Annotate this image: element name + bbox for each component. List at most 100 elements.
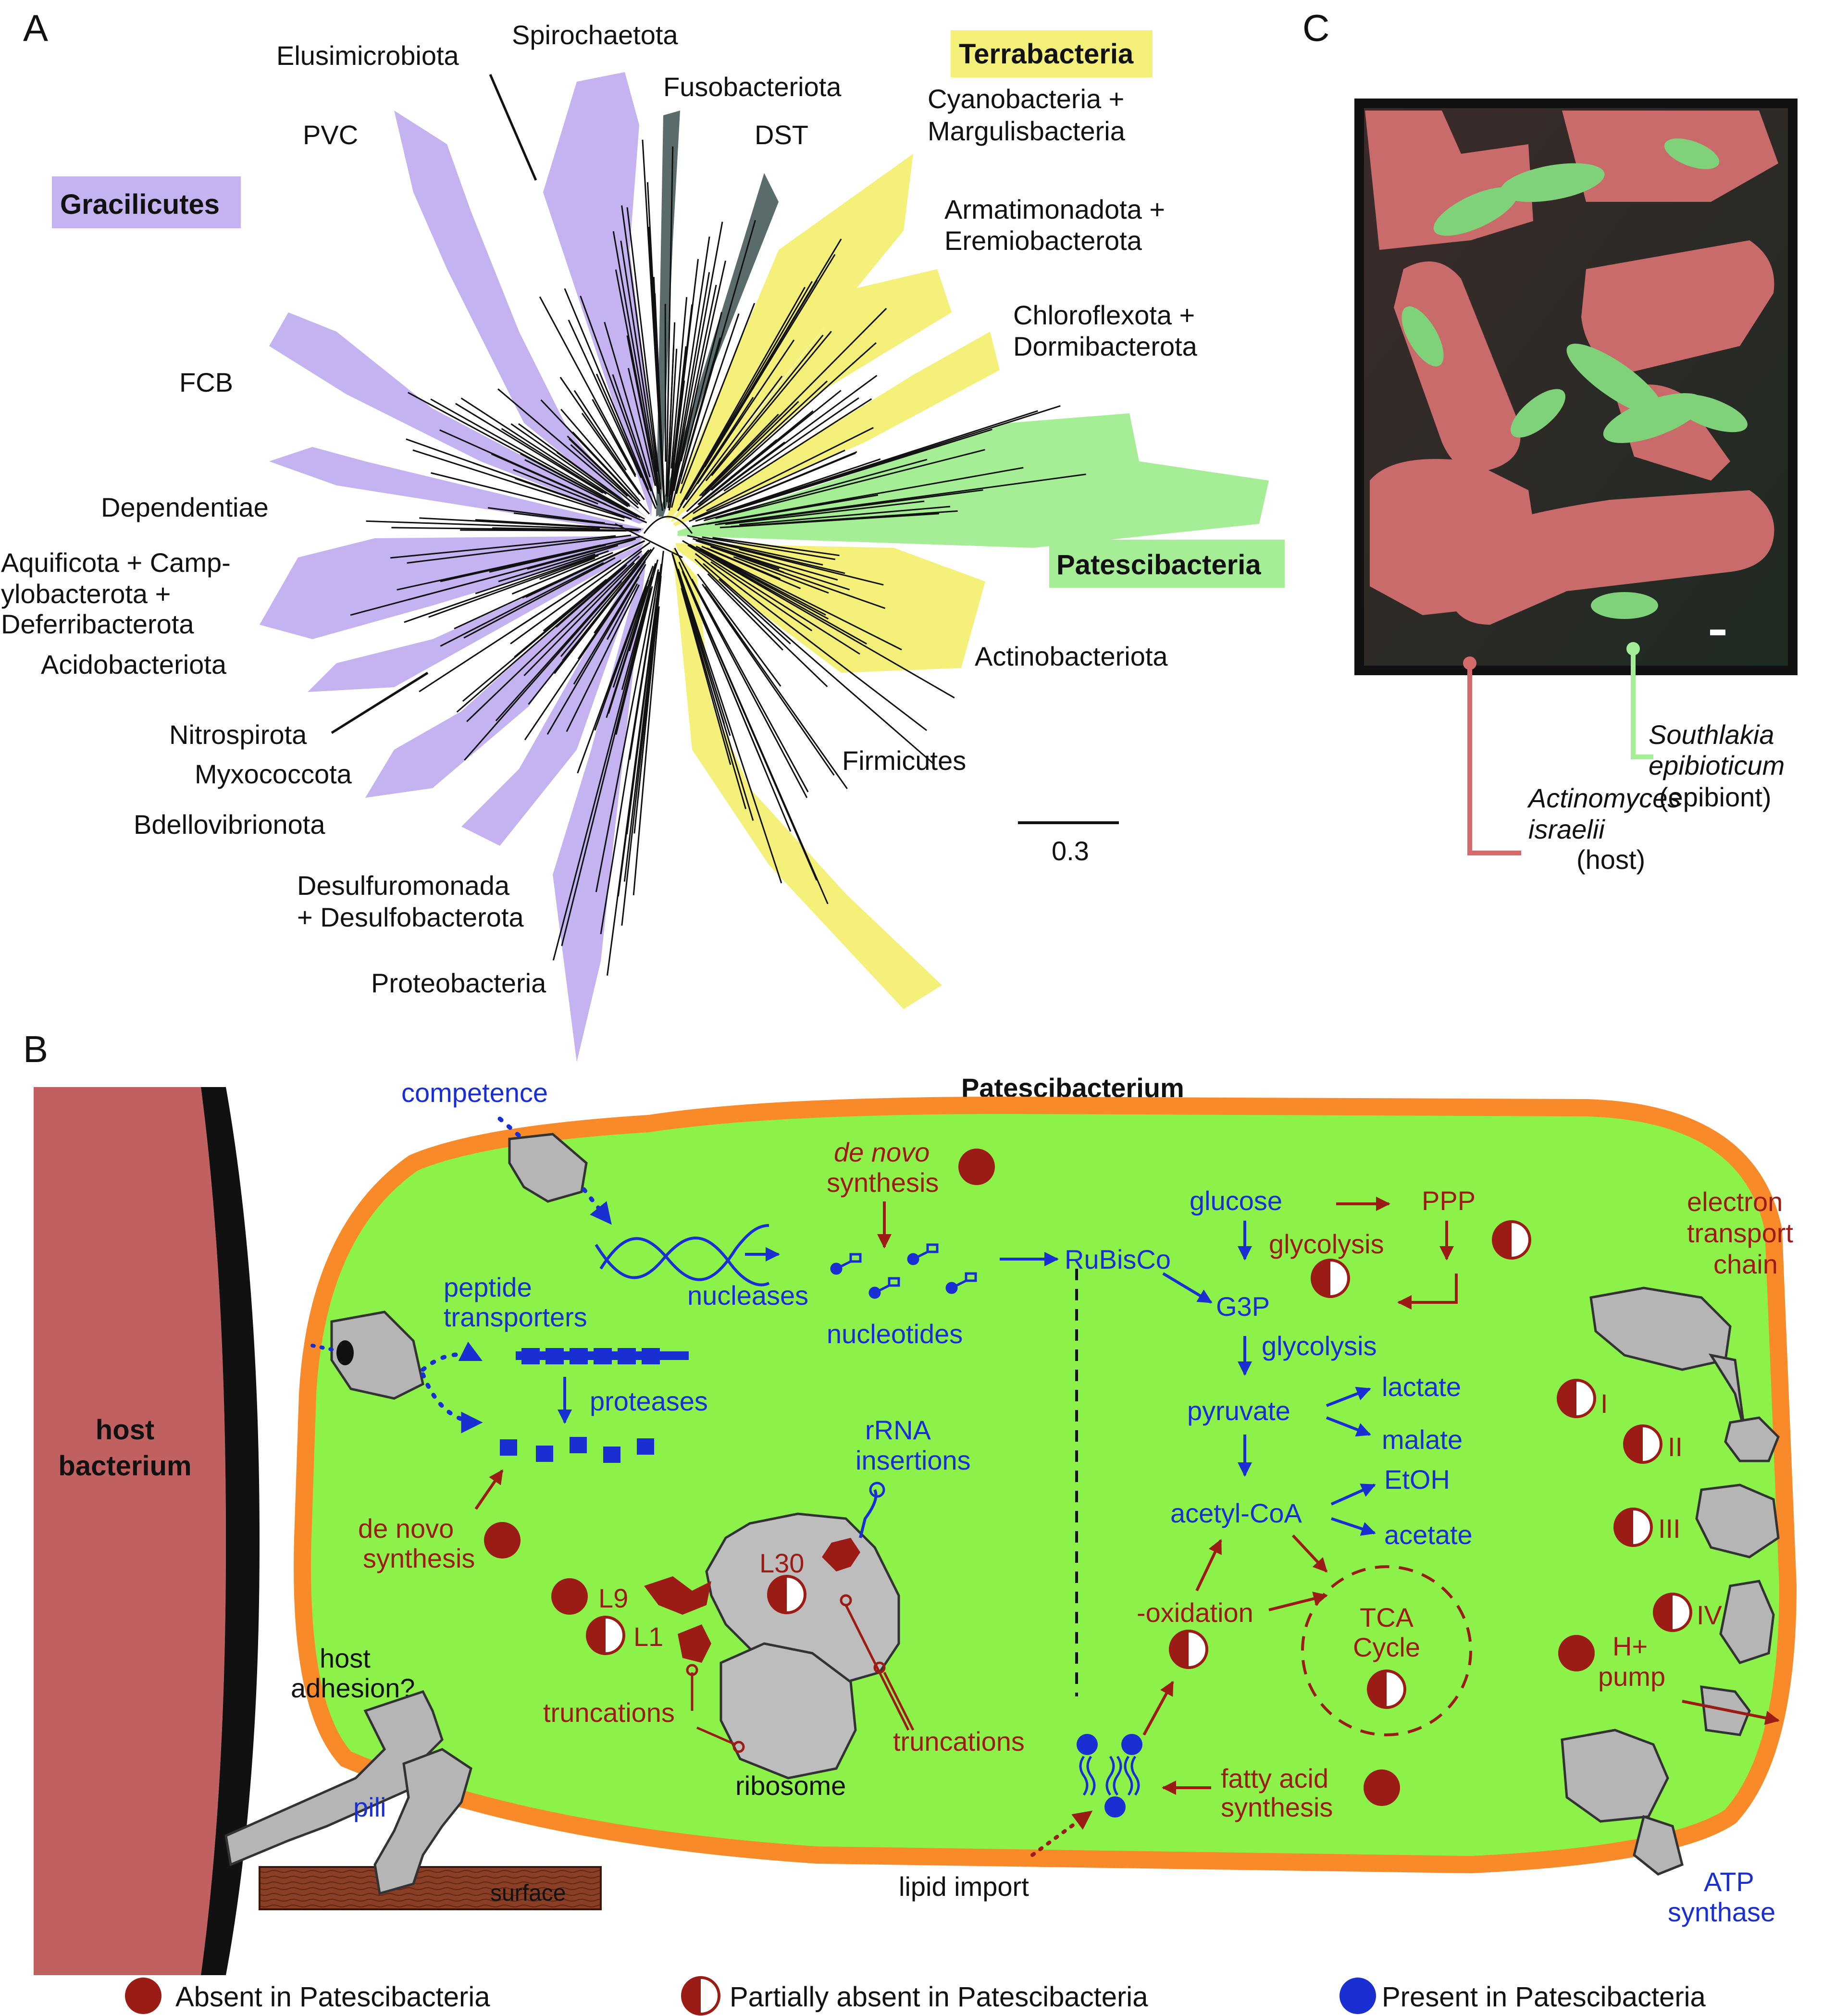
host-name-2: israelii [1528, 814, 1605, 844]
complex-iv [1719, 1580, 1775, 1664]
tree-branch [491, 453, 647, 523]
tree-branch [667, 346, 687, 508]
tree-branch [604, 322, 651, 478]
tree-branch [430, 398, 645, 520]
tree-branch [412, 449, 625, 519]
tree-branch [495, 549, 650, 721]
tree-branch [581, 413, 641, 495]
tree-branch [689, 451, 857, 522]
hpump-label-1: H+ [1612, 1631, 1648, 1661]
tree-branch [697, 439, 778, 506]
tree-branch [671, 312, 723, 508]
tree-branch [701, 401, 799, 497]
tree-branch [570, 444, 628, 497]
leader-nitrospirota [331, 671, 429, 734]
surface [259, 1866, 602, 1910]
tree-branch [552, 594, 650, 961]
glucose-label: glucose [1190, 1186, 1282, 1216]
tree-branch [560, 408, 641, 502]
truncation-markers [686, 1594, 915, 1753]
gracilicutes-box [52, 176, 241, 228]
fcb-wedge [269, 312, 646, 524]
peptide-label-1: peptide [444, 1272, 532, 1302]
peptide-chain [516, 1348, 689, 1364]
tree-branch [697, 573, 781, 687]
tree-branch [615, 269, 653, 460]
label-armatimonadota-1: Armatimonadota + [944, 194, 1165, 224]
tree-branch [703, 563, 933, 764]
label-desulfuromonada-1: Desulfuromonada [297, 870, 510, 901]
tree-branch [705, 399, 797, 491]
tree-branch [680, 286, 806, 506]
atp-label-2: synthase [1668, 1897, 1775, 1927]
tree-branch [466, 556, 640, 722]
tree-branch [713, 546, 780, 570]
lactate-label: lactate [1382, 1372, 1461, 1402]
panel-label-a: A [23, 7, 48, 49]
tree-branch [715, 489, 983, 526]
tree-branch [592, 399, 636, 477]
tree-branch [702, 536, 836, 560]
label-chloroflexota-1: Chloroflexota + [1013, 300, 1195, 330]
tree-branch [689, 544, 867, 645]
tree-branch [696, 339, 795, 484]
tree-branch [525, 540, 645, 598]
tree-branch [700, 548, 826, 616]
host-name-1: Actinomyces [1527, 783, 1681, 813]
complex-iii-label: III [1658, 1513, 1681, 1544]
tree-branch [686, 380, 828, 512]
tree-branch [621, 205, 658, 472]
tree-branch [612, 231, 660, 492]
tree-branch [684, 591, 731, 736]
l1-protein [678, 1624, 711, 1663]
tree-branch [706, 494, 879, 525]
betaox-label: -oxidation [1137, 1597, 1253, 1628]
tree-branch [366, 520, 600, 530]
pilus-1 [224, 1690, 444, 1867]
tree-branch [701, 545, 801, 589]
tree-branch [668, 272, 710, 511]
tree-branch [580, 296, 652, 492]
lipid-import-label: lipid import [899, 1871, 1029, 1902]
patescibacteria-wedge [678, 413, 1269, 548]
label-actinobacteriota: Actinobacteriota [975, 641, 1168, 671]
tree-branch [710, 561, 813, 631]
host-bacterium [34, 1087, 226, 1975]
tree-branch [653, 277, 666, 508]
lipid-icons [1077, 1734, 1142, 1818]
tree-branch [513, 469, 598, 505]
complex-ii [1724, 1416, 1780, 1462]
tree-branch [617, 591, 659, 897]
tree-branch [462, 573, 615, 702]
tree-branch [739, 506, 951, 526]
tree-branch [572, 431, 642, 506]
acetylcoa-label: acetyl-CoA [1170, 1498, 1302, 1528]
tree-branch [539, 557, 595, 580]
glycolysis-label-2: glycolysis [1262, 1331, 1377, 1361]
truncations-label-1: truncations [543, 1697, 675, 1728]
epibiont-role: (epibiont) [1659, 782, 1771, 812]
tree-branch [710, 342, 877, 491]
tree-branch [680, 337, 721, 478]
label-acidobacteriota: Acidobacteriota [41, 649, 227, 680]
tree-branch [612, 586, 648, 688]
l9-label: L9 [598, 1583, 628, 1613]
proteases-label: proteases [590, 1386, 708, 1416]
tree-branch [682, 375, 783, 508]
panel-c: C [1302, 7, 1798, 875]
label-dst: DST [755, 120, 808, 150]
tree-branch [606, 567, 655, 718]
tree-branch [577, 566, 654, 774]
tree-branch [523, 562, 635, 677]
tree-branch [615, 586, 653, 735]
pilus-2 [373, 1748, 472, 1895]
label-dependentiae: Dependentiae [101, 492, 269, 522]
tree-branch [629, 597, 656, 760]
tree-branch [701, 280, 818, 471]
atp-label-1: ATP [1704, 1867, 1754, 1897]
terrabacteria-box [951, 30, 1153, 77]
tree-branch [606, 583, 638, 640]
etoh-label: EtOH [1384, 1464, 1450, 1495]
panel-a: A [1, 7, 1285, 1062]
tree-branch [692, 449, 845, 520]
